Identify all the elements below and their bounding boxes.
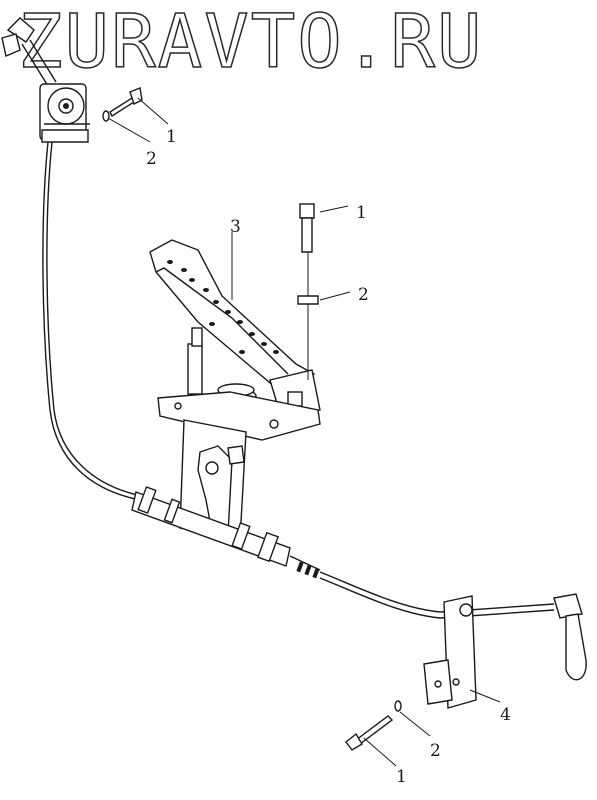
callout-top-washer: 2 — [146, 149, 157, 169]
bottom-bolt — [345, 715, 394, 751]
pedal-support — [179, 419, 247, 541]
pedal-bolt — [299, 203, 315, 296]
callout-pedal-washer: 2 — [358, 285, 369, 305]
callout-top-bolt: 1 — [166, 127, 177, 147]
cable-end-lever — [553, 593, 587, 681]
callout-pedal: 3 — [230, 217, 241, 237]
watermark: ZURAVTO.RU — [17, 0, 484, 85]
throttle-cable-lower — [319, 571, 555, 613]
callout-bottom-washer: 2 — [430, 741, 441, 761]
cable-adjuster — [131, 486, 321, 579]
leader-lines — [107, 97, 501, 767]
callout-bottom-bolt: 1 — [396, 767, 407, 787]
pedal-washer — [297, 295, 319, 305]
top-bolt — [109, 87, 143, 118]
callout-bracket: 4 — [500, 705, 511, 725]
callout-pedal-bolt: 1 — [356, 203, 367, 223]
cable-bracket — [423, 595, 477, 709]
bottom-washer — [394, 700, 402, 712]
top-washer — [102, 110, 110, 122]
throttle-cable-upper — [42, 141, 141, 501]
accelerator-pedal — [149, 239, 321, 441]
hand-throttle-lever — [1, 17, 90, 143]
